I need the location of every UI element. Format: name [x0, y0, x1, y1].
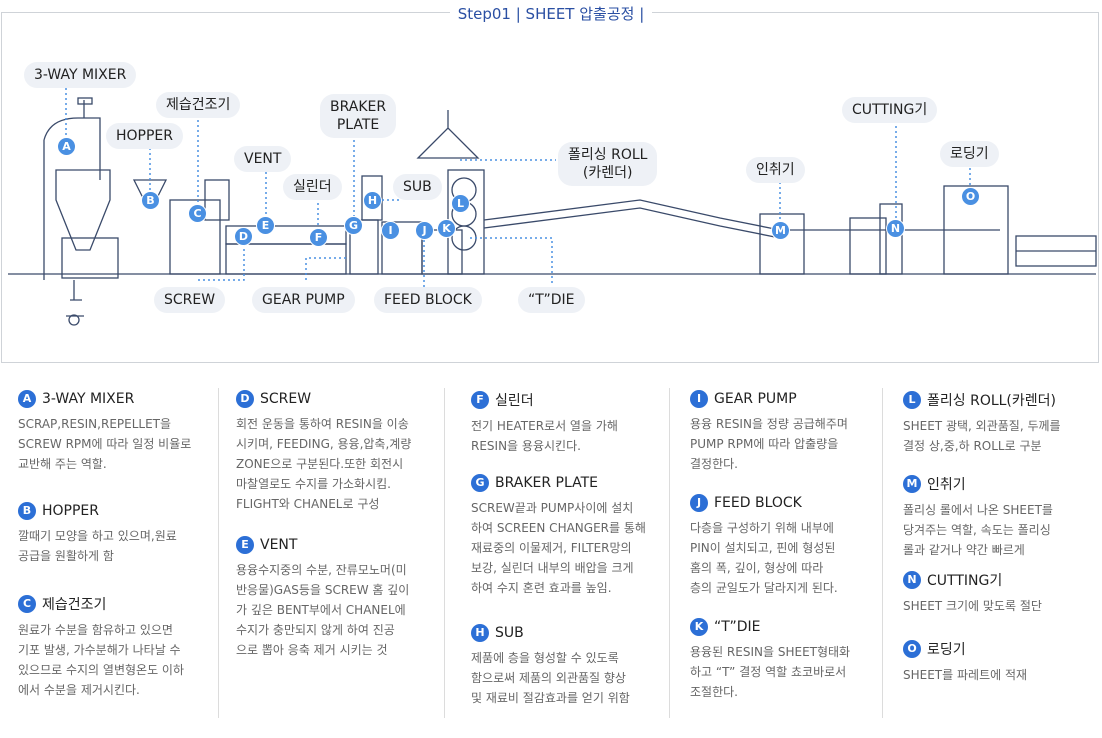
desc-item-a: A 3-WAY MIXER SCRAP,RESIN,REPELLET을 SCREW… [18, 390, 208, 474]
desc-item-k: K “T”DIE 용융된 RESIN을 SHEET형태화 하고 “T” 결정 역할… [690, 618, 880, 702]
label-hopper: HOPPER [106, 123, 184, 149]
item-body: 깔때기 모양을 하고 있으며,원료 공급을 원활하게 함 [18, 529, 177, 563]
item-title: HOPPER [42, 503, 100, 519]
label-braker-plate: BRAKER PLATE [320, 94, 397, 138]
item-title: 실린더 [495, 393, 534, 409]
marker-h: H [363, 191, 382, 210]
label-dryer: 제습건조기 [156, 92, 241, 118]
item-body: SHEET를 파레트에 적재 [903, 668, 1028, 682]
label-vent: VENT [234, 146, 292, 172]
badge-d: D [236, 390, 254, 408]
badge-n: N [903, 571, 921, 589]
badge-o: O [903, 640, 921, 658]
badge-l: L [903, 391, 921, 409]
item-body: 폴리싱 롤에서 나온 SHEET를 당겨주는 역할, 속도는 폴리싱 롤과 같거… [903, 503, 1053, 557]
badge-m: M [903, 475, 921, 493]
item-title: 3-WAY MIXER [42, 391, 135, 407]
badge-k: K [690, 618, 708, 636]
item-title: SUB [495, 625, 524, 641]
item-title: 인취기 [927, 477, 966, 493]
label-t-die: “T”DIE [518, 287, 585, 313]
desc-item-o: O 로딩기 SHEET를 파레트에 적재 [903, 639, 1093, 685]
label-cylinder: 실린더 [283, 174, 342, 200]
badge-e: E [236, 536, 254, 554]
label-puller: 인취기 [746, 157, 805, 183]
marker-l: L [451, 194, 470, 213]
label-loading: 로딩기 [940, 141, 999, 167]
item-title: 제습건조기 [42, 597, 107, 613]
badge-b: B [18, 502, 36, 520]
column-divider [669, 388, 670, 718]
badge-g: G [471, 474, 489, 492]
column-divider [444, 388, 445, 718]
item-title: CUTTING기 [927, 573, 1003, 589]
marker-n: N [886, 219, 905, 238]
item-title: BRAKER PLATE [495, 475, 598, 491]
item-body: SCRAP,RESIN,REPELLET을 SCREW RPM에 따라 일정 비… [18, 417, 192, 471]
badge-h: H [471, 624, 489, 642]
desc-item-d: D SCREW 회전 운동을 통하여 RESIN을 이송 시키며, FEEDING… [236, 390, 426, 514]
item-body: 전기 HEATER로서 열을 가해 RESIN을 용융시킨다. [471, 419, 618, 453]
badge-a: A [18, 390, 36, 408]
desc-item-j: J FEED BLOCK 다층을 구성하기 위해 내부에 PIN이 설치되고, 핀… [690, 494, 880, 598]
item-title: 로딩기 [927, 642, 966, 658]
label-gear-pump: GEAR PUMP [252, 287, 355, 313]
desc-item-f: F 실린더 전기 HEATER로서 열을 가해 RESIN을 용융시킨다. [471, 390, 661, 456]
desc-item-l: L 폴리싱 ROLL(카렌더) SHEET 광택, 외관품질, 두께를 결정 상,… [903, 390, 1093, 456]
item-body: 용융 RESIN을 정량 공급해주며 PUMP RPM에 따라 압출량을 결정한… [690, 417, 848, 471]
badge-j: J [690, 494, 708, 512]
item-title: FEED BLOCK [714, 495, 802, 511]
label-cutting: CUTTING기 [842, 97, 938, 123]
marker-b: B [141, 191, 160, 210]
marker-c: C [188, 204, 207, 223]
marker-a: A [57, 137, 76, 156]
marker-o: O [961, 187, 980, 206]
item-body: SHEET 크기에 맞도록 절단 [903, 599, 1042, 613]
label-3-way-mixer: 3-WAY MIXER [24, 62, 137, 88]
item-title: SCREW [260, 391, 312, 407]
marker-m: M [771, 221, 790, 240]
item-title: “T”DIE [714, 619, 761, 635]
desc-item-b: B HOPPER 깔때기 모양을 하고 있으며,원료 공급을 원활하게 함 [18, 502, 208, 566]
item-body: 회전 운동을 통하여 RESIN을 이송 시키며, FEEDING, 용융,압축… [236, 417, 412, 511]
item-body: 용융된 RESIN을 SHEET형태화 하고 “T” 결정 역할 쵸코바로서 조… [690, 645, 851, 699]
item-body: SHEET 광택, 외관품질, 두께를 결정 상,중,하 ROLL로 구분 [903, 419, 1061, 453]
desc-item-n: N CUTTING기 SHEET 크기에 맞도록 절단 [903, 570, 1093, 616]
marker-d: D [234, 227, 253, 246]
label-screw: SCREW [154, 287, 226, 313]
marker-j: J [415, 221, 434, 240]
desc-item-g: G BRAKER PLATE SCREW끝과 PUMP사이에 설치 하여 SCRE… [471, 474, 661, 598]
desc-item-c: C 제습건조기 원료가 수분을 함유하고 있으면 기포 발생, 가수분해가 나타날… [18, 594, 208, 700]
item-title: VENT [260, 537, 298, 553]
item-body: 제품에 층을 형성할 수 있도록 함으로써 제품의 외관품질 향상 및 재료비 … [471, 651, 630, 705]
badge-i: I [690, 390, 708, 408]
item-title: 폴리싱 ROLL(카렌더) [927, 393, 1057, 409]
marker-e: E [256, 216, 275, 235]
machine-line-drawing [8, 88, 1097, 326]
marker-i: I [381, 221, 400, 240]
item-body: SCREW끝과 PUMP사이에 설치 하여 SCREEN CHANGER를 통해… [471, 501, 646, 595]
item-title: GEAR PUMP [714, 391, 797, 407]
desc-item-h: H SUB 제품에 층을 형성할 수 있도록 함으로써 제품의 외관품질 향상 및… [471, 624, 661, 708]
item-body: 다층을 구성하기 위해 내부에 PIN이 설치되고, 핀에 형성된 홈의 폭, … [690, 521, 838, 595]
marker-f: F [309, 228, 328, 247]
item-body: 원료가 수분을 함유하고 있으면 기포 발생, 가수분해가 나타날 수 있으므로… [18, 623, 185, 697]
marker-g: G [344, 216, 363, 235]
column-divider [882, 388, 883, 718]
label-feed-block: FEED BLOCK [374, 287, 482, 313]
marker-k: K [437, 219, 456, 238]
badge-c: C [18, 595, 36, 613]
column-divider [218, 388, 219, 718]
label-polishing-roll: 폴리싱 ROLL (카렌더) [558, 142, 658, 186]
page-title: Step01 | SHEET 압출공정 | [0, 3, 1102, 24]
desc-item-m: M 인취기 폴리싱 롤에서 나온 SHEET를 당겨주는 역할, 속도는 폴리싱 … [903, 474, 1093, 560]
item-body: 용융수지중의 수분, 잔류모노머(미 반응물)GAS등을 SCREW 홈 깊이 … [236, 563, 410, 657]
desc-item-e: E VENT 용융수지중의 수분, 잔류모노머(미 반응물)GAS등을 SCREW… [236, 536, 426, 660]
label-sub: SUB [393, 174, 442, 200]
badge-f: F [471, 391, 489, 409]
desc-item-i: I GEAR PUMP 용융 RESIN을 정량 공급해주며 PUMP RPM에 … [690, 390, 880, 474]
